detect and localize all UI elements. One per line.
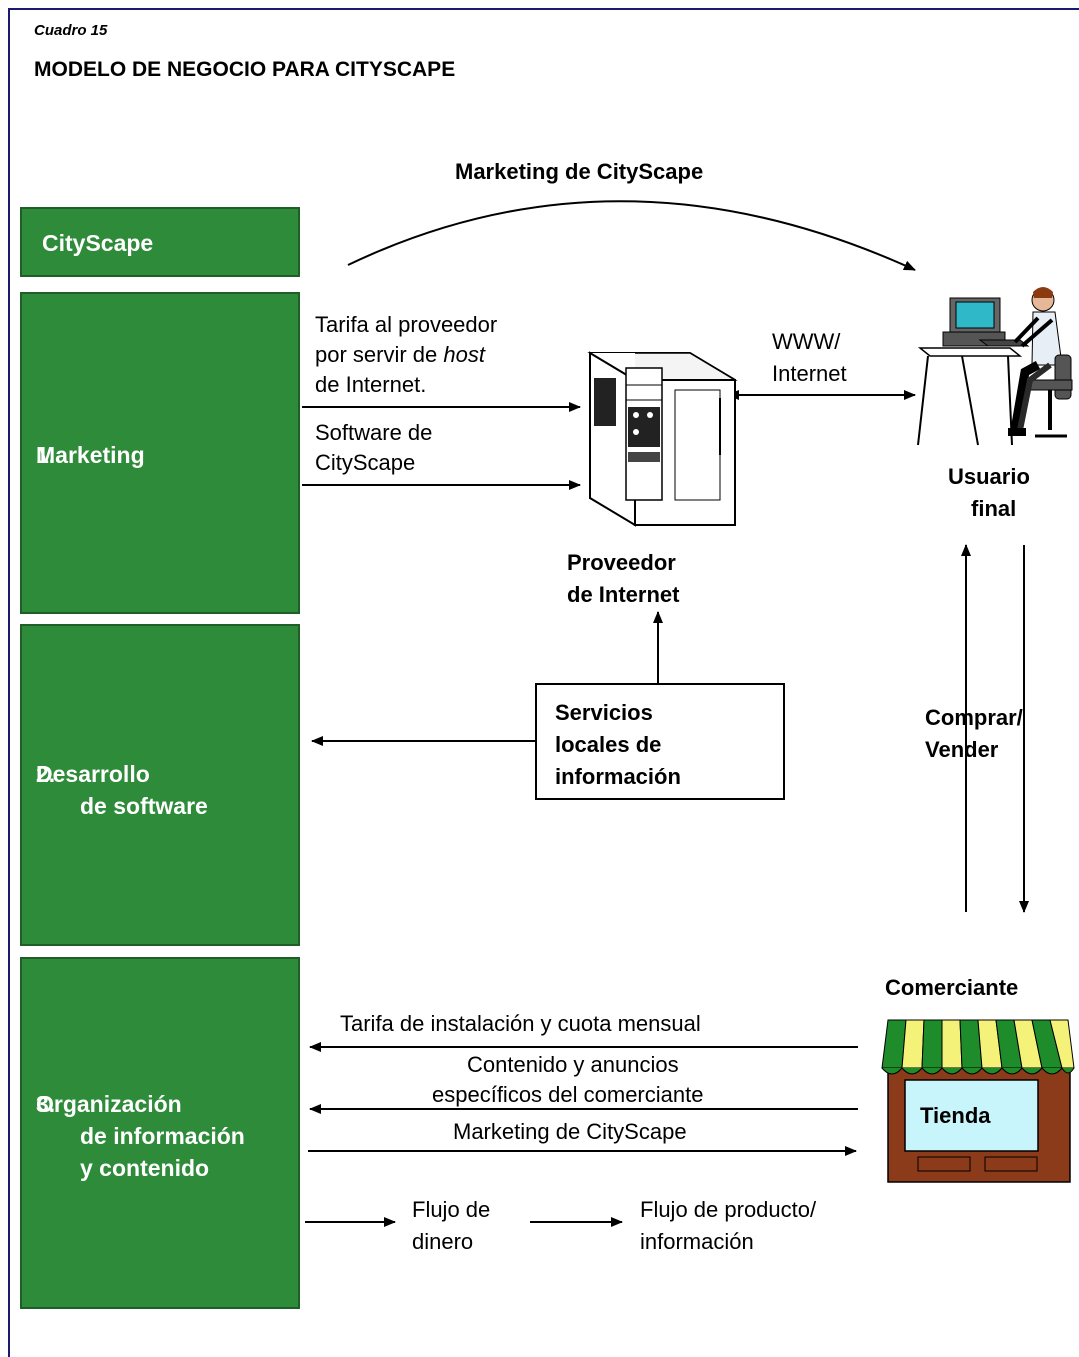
merchant-label: Comerciante [885, 975, 1019, 1000]
user-label-2: final [971, 496, 1017, 521]
cityscape-label: CityScape [42, 230, 154, 256]
content-org-label-1: Organización [36, 1091, 182, 1117]
merchant-fee-label: Tarifa de instalación y cuota mensual [340, 1011, 701, 1036]
merchant-content-label-1: Contenido y anuncios [467, 1052, 679, 1077]
fee-label-2: por servir de host [315, 342, 485, 367]
legend-product-2: información [640, 1229, 754, 1254]
server-icon [587, 351, 738, 527]
marketing-box: 1.Marketing [20, 292, 300, 614]
software-flow-label-1: Software de [315, 420, 433, 445]
provider-label-1: Proveedor [567, 550, 676, 575]
software-dev-label-2: de software [80, 793, 208, 819]
marketing-label: Marketing [36, 442, 145, 468]
item-number: 3. [36, 1091, 56, 1117]
caption: Cuadro 15 [34, 22, 108, 39]
software-dev-box: 2.Desarrollo de software [20, 624, 300, 946]
software-dev-label-1: Desarrollo [36, 761, 150, 787]
user-label-1: Usuario [948, 464, 1030, 489]
marketing-arc-arrow [347, 200, 916, 271]
services-label-2: locales de [555, 732, 662, 757]
store-sign: Tienda [920, 1103, 991, 1128]
top-arc-label: Marketing de CityScape [455, 159, 704, 184]
item-number: 2. [36, 761, 56, 787]
software-flow-label-2: CityScape [315, 450, 416, 475]
user-computer-icon [917, 287, 1073, 446]
services-label-1: Servicios [555, 700, 653, 725]
fee-label-3: de Internet. [315, 372, 427, 397]
content-org-box: 3.Organización de información y contenid… [20, 957, 300, 1309]
merchant-marketing-label: Marketing de CityScape [453, 1119, 687, 1144]
fee-label-1: Tarifa al proveedor [315, 312, 498, 337]
buy-sell-label-1: Comprar/ [925, 705, 1023, 730]
page-title: MODELO DE NEGOCIO PARA CITYSCAPE [34, 58, 456, 81]
www-label-2: Internet [772, 361, 847, 386]
buy-sell-label-2: Vender [925, 737, 999, 762]
item-number: 1. [36, 442, 56, 468]
store-icon [881, 1019, 1075, 1183]
diagram-frame [8, 8, 1079, 1357]
services-box [535, 683, 785, 800]
services-label-3: información [555, 764, 681, 789]
www-label-1: WWW/ [772, 329, 841, 354]
legend-money-2: dinero [412, 1229, 474, 1254]
content-org-label-3: y contenido [80, 1155, 210, 1181]
legend-product-1: Flujo de producto/ [640, 1197, 817, 1222]
cityscape-box: CityScape [20, 207, 300, 277]
content-org-label-2: de información [80, 1123, 245, 1149]
legend-money-1: Flujo de [412, 1197, 491, 1222]
provider-label-2: de Internet [567, 582, 680, 607]
merchant-content-label-2: específicos del comerciante [432, 1082, 704, 1107]
